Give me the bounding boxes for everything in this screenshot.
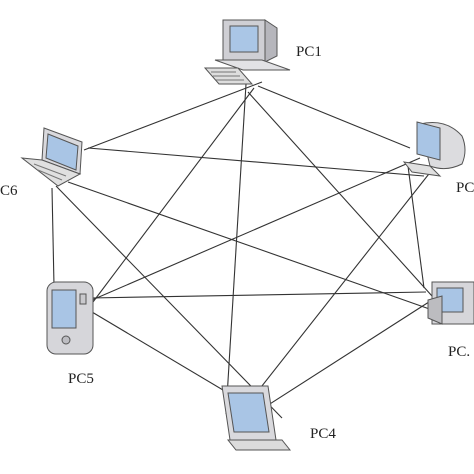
link-pc2-pc5 xyxy=(91,157,421,301)
pc1-label: PC1 xyxy=(296,44,322,60)
pc4-flat-monitor-icon xyxy=(221,385,292,451)
connection-lines xyxy=(51,81,439,425)
pc1-desktop-icon xyxy=(203,19,291,85)
link-pc1-pc2 xyxy=(257,85,411,149)
link-pc3-pc6 xyxy=(67,181,439,313)
pc6-label: C6 xyxy=(0,183,18,199)
pc2-label: PC xyxy=(456,180,474,196)
pc6-laptop-icon xyxy=(20,127,83,187)
link-pc5-pc6 xyxy=(51,187,55,287)
link-pc1-pc3 xyxy=(247,91,433,297)
pc5-pda-icon xyxy=(46,281,94,355)
link-pc2-pc4 xyxy=(231,169,433,425)
pc2-crt-monitor-icon xyxy=(402,121,466,177)
pc4-label: PC4 xyxy=(310,426,336,442)
pc3-crt-computer-icon xyxy=(427,281,474,325)
link-pc1-pc4 xyxy=(225,83,247,415)
link-pc1-pc6 xyxy=(83,81,263,151)
link-pc4-pc6 xyxy=(55,185,283,419)
link-pc1-pc5 xyxy=(89,87,255,307)
link-pc2-pc6 xyxy=(87,147,425,177)
link-pc2-pc3 xyxy=(407,165,425,289)
pc5-label: PC5 xyxy=(68,371,94,387)
link-pc3-pc5 xyxy=(89,291,427,299)
pc3-label: PC. xyxy=(448,344,470,360)
link-pc3-pc4 xyxy=(247,299,433,419)
